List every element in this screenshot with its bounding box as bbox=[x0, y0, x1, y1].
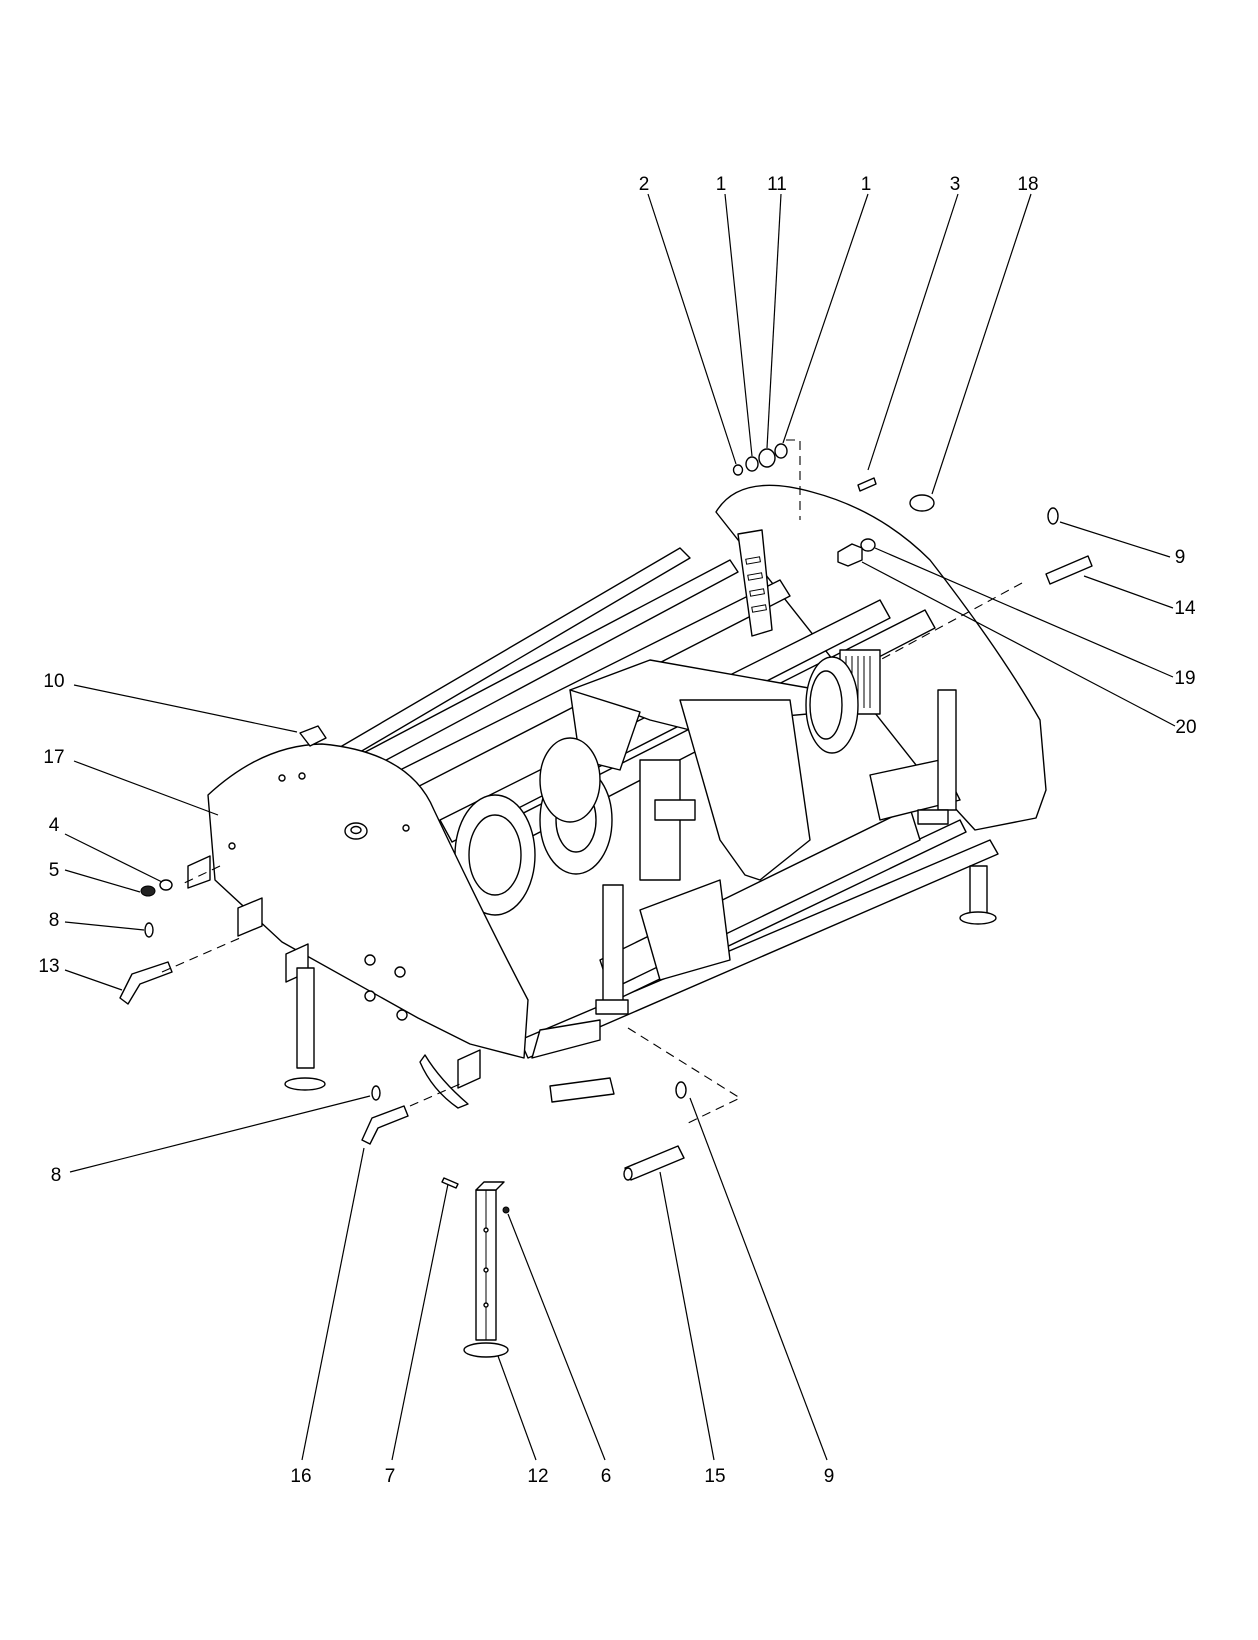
lynch-pin-9-top bbox=[1047, 507, 1059, 525]
attached-stand-legs bbox=[284, 865, 997, 1091]
machine-assembly bbox=[187, 484, 1047, 1109]
hydraulic-motor bbox=[805, 649, 881, 754]
eyebolt-18 bbox=[909, 494, 935, 512]
callout-15-bottom: 15 bbox=[704, 1466, 725, 1487]
callout-9-bottom: 9 bbox=[824, 1466, 835, 1487]
pin-13 bbox=[119, 961, 173, 1005]
callout-1-top-a: 1 bbox=[716, 174, 727, 195]
hitch-posts bbox=[595, 689, 957, 1015]
right-end-plate bbox=[715, 484, 1047, 831]
callout-1-top-b: 1 bbox=[861, 174, 872, 195]
washer-4 bbox=[159, 879, 173, 891]
callout-3-top: 3 bbox=[950, 174, 961, 195]
pin-16 bbox=[361, 1105, 409, 1145]
callout-19-right: 19 bbox=[1174, 668, 1195, 689]
central-gearbox bbox=[569, 659, 831, 881]
callout-13-left: 13 bbox=[38, 956, 59, 977]
callout-2-top: 2 bbox=[639, 174, 650, 195]
left-end-plate bbox=[207, 743, 529, 1059]
callout-11-top: 11 bbox=[767, 174, 787, 195]
callout-10-left: 10 bbox=[43, 671, 64, 692]
clip-6 bbox=[502, 1206, 510, 1214]
washer-19 bbox=[860, 538, 876, 552]
callout-numbers: 2 1 11 1 3 18 9 14 19 20 10 17 4 5 8 13 … bbox=[38, 174, 1196, 1487]
pin-14 bbox=[1045, 555, 1093, 585]
callout-20-right: 20 bbox=[1175, 717, 1196, 738]
bearing-hubs bbox=[454, 737, 613, 916]
bottom-frame bbox=[519, 759, 999, 1059]
top-hardware bbox=[732, 443, 788, 476]
bolt-3 bbox=[857, 477, 877, 492]
pin-7 bbox=[441, 1177, 459, 1189]
callout-4-left: 4 bbox=[49, 815, 60, 836]
alignment-lines bbox=[161, 439, 1023, 1125]
lynch-pin-8-bottom bbox=[371, 1085, 381, 1101]
callout-8-left-a: 8 bbox=[49, 910, 60, 931]
callout-5-left: 5 bbox=[49, 860, 60, 881]
fitting-10 bbox=[299, 725, 327, 747]
callout-7-bottom: 7 bbox=[385, 1466, 396, 1487]
nut-5 bbox=[140, 885, 156, 897]
pin-15 bbox=[624, 1145, 685, 1181]
callout-9-right: 9 bbox=[1175, 547, 1186, 568]
callout-17-left: 17 bbox=[43, 747, 64, 768]
lynch-pin-9-bottom bbox=[675, 1081, 687, 1099]
lynch-pin-8-left bbox=[144, 922, 154, 938]
adjuster-plate bbox=[737, 529, 773, 637]
bolt-20 bbox=[837, 543, 863, 567]
callout-18-top: 18 bbox=[1017, 174, 1038, 195]
callout-12-bottom: 12 bbox=[527, 1466, 548, 1487]
deflector bbox=[419, 1054, 469, 1109]
callout-14-right: 14 bbox=[1174, 598, 1196, 619]
skid bbox=[549, 1077, 615, 1103]
leader-lines bbox=[64, 193, 1176, 1461]
left-plate-bolts bbox=[228, 772, 410, 1021]
callout-8-left-b: 8 bbox=[51, 1165, 62, 1186]
callout-16-bottom: 16 bbox=[290, 1466, 311, 1487]
loose-parts bbox=[119, 443, 1093, 1358]
callout-6-bottom: 6 bbox=[601, 1466, 612, 1487]
